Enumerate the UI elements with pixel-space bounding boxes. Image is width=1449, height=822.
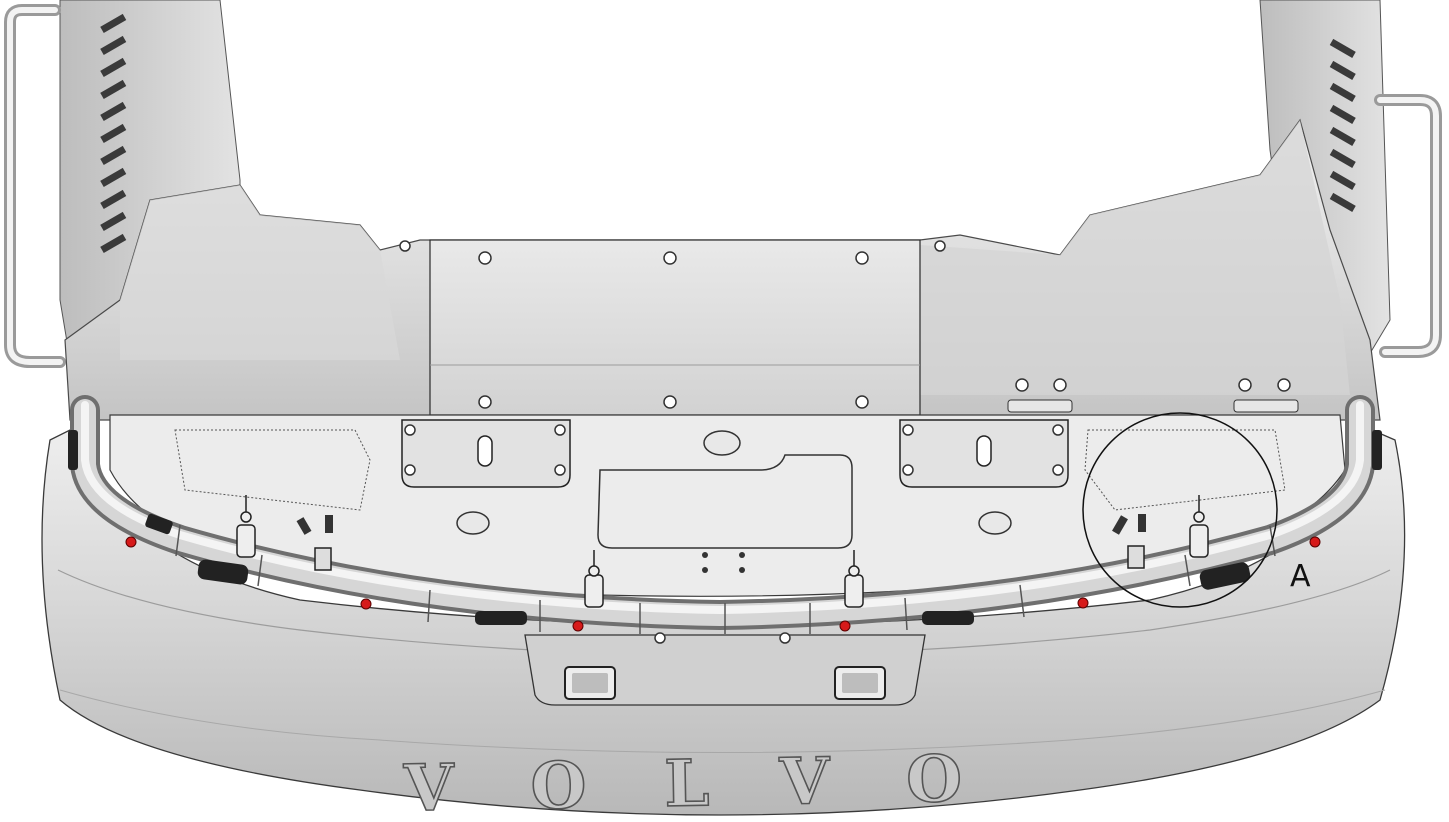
center-hood-panel <box>399 239 946 416</box>
hood-panel-bolts <box>399 240 946 409</box>
callout-label-a: A <box>1290 559 1311 594</box>
hood-hinges <box>1007 378 1299 413</box>
right-upper-plane <box>920 120 1350 395</box>
right-bracket-plate <box>899 419 1069 488</box>
marker-light-bars <box>68 430 1382 625</box>
mounting-bolts <box>236 495 1209 608</box>
tube-segment-joints <box>175 524 1276 634</box>
callout-circle <box>1082 412 1278 608</box>
volvo-embossed-emblem: VOLVO <box>402 740 1042 822</box>
left-grab-handle <box>4 4 66 368</box>
center-plate-recess <box>597 454 853 549</box>
lower-bumper <box>41 429 1406 816</box>
right-grille-vents <box>1329 38 1356 212</box>
left-grille-vents <box>100 13 127 253</box>
license-plate-recess <box>524 632 926 706</box>
detail-callout-a: A <box>1082 412 1311 608</box>
emblem-text: VOLVO <box>402 740 1040 822</box>
left-bracket-plate <box>401 419 571 488</box>
right-cab-side <box>1259 0 1391 371</box>
left-upper-plane <box>120 185 400 360</box>
red-reflectors <box>125 536 1321 632</box>
left-cab-side <box>59 0 241 361</box>
connector-plugs <box>296 514 1146 571</box>
